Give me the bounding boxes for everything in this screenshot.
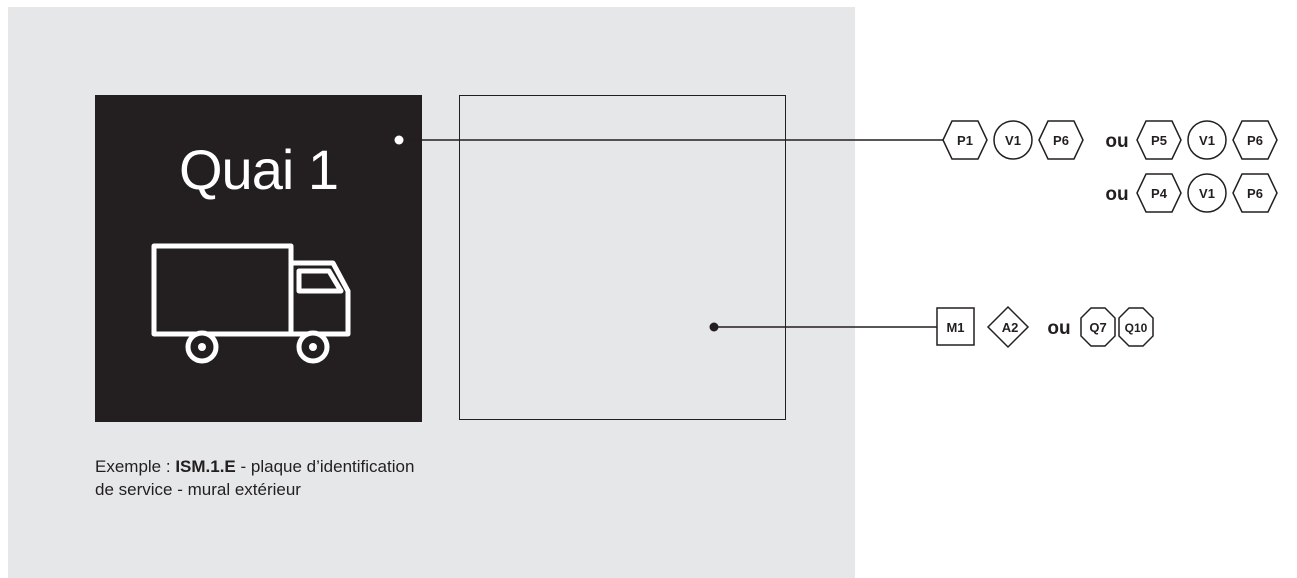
ou-label: ou [1105,131,1128,152]
circle-shape [1187,120,1227,160]
hexagon-shape [1136,120,1182,160]
hexagon-shape [942,120,988,160]
ou-label: ou [1105,184,1128,205]
hexagon-shape [1232,173,1278,213]
caption-line2: de service - mural extérieur [95,480,301,499]
truck-icon [151,243,351,364]
ou-label: ou [1047,318,1070,339]
code-label: Q10 [1125,321,1148,335]
code-label: P4 [1151,186,1168,201]
octagon-shape [1080,307,1116,347]
octagon-shape [1118,307,1154,347]
code-label: V1 [1199,133,1215,148]
code-label: Q7 [1089,320,1106,335]
diamond-shape [986,305,1030,349]
caption-prefix: Exemple : [95,457,176,476]
caption-code: ISM.1.E [175,457,236,476]
code-label: M1 [946,320,964,335]
code-label: V1 [1199,186,1215,201]
circle-shape [1187,173,1227,213]
code-label: P5 [1151,133,1167,148]
hexagon-shape [1038,120,1084,160]
sign-title: Quai 1 [179,138,339,201]
circle-shape [993,120,1033,160]
empty-sign-frame [459,95,786,420]
code-label: P6 [1053,133,1069,148]
code-label: P1 [957,133,973,148]
connector-dot-top [394,135,404,145]
hexagon-shape [1136,173,1182,213]
connector-dot-bottom [709,322,719,332]
code-label: P6 [1247,186,1263,201]
caption: Exemple : ISM.1.E - plaque d’identificat… [95,455,615,501]
dock-sign: Quai 1 [95,95,422,422]
code-label: P6 [1247,133,1263,148]
hexagon-shape [1232,120,1278,160]
square-shape [936,307,975,346]
code-label: A2 [1002,320,1019,335]
code-label: V1 [1005,133,1021,148]
caption-suffix: - plaque d’identification [235,457,415,476]
